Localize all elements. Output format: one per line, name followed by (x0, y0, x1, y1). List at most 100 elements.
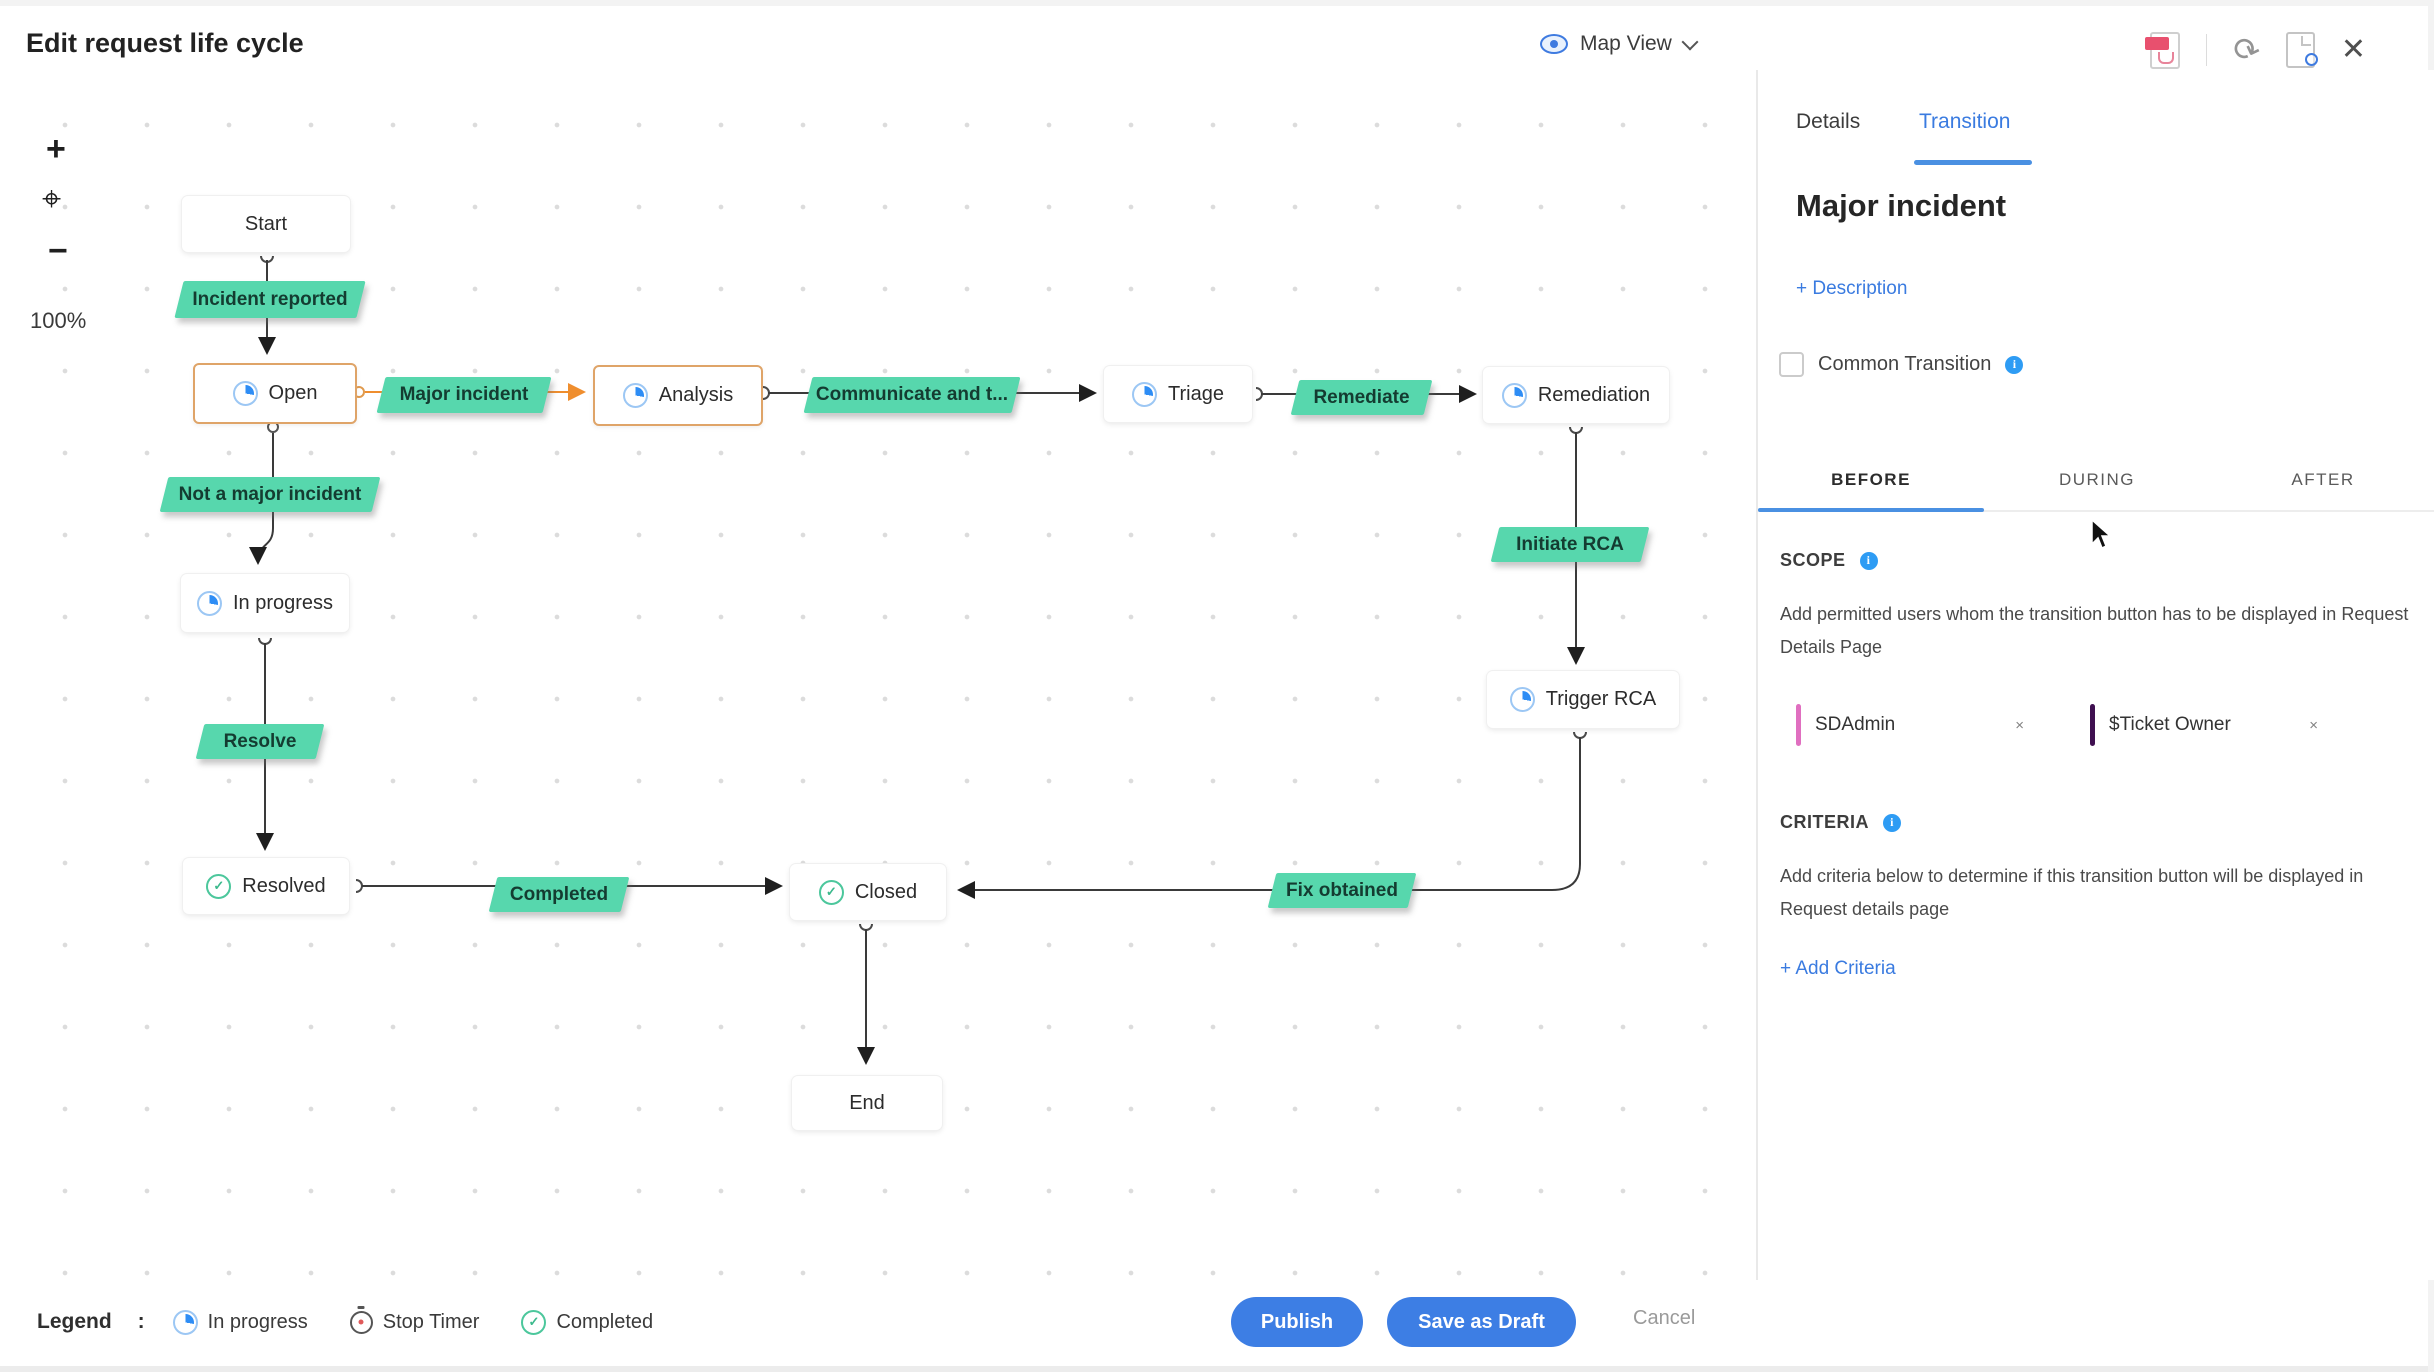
stop-timer-icon (349, 1310, 373, 1334)
legend-item-label: In progress (207, 1310, 308, 1333)
criteria-description: Add criteria below to determine if this … (1780, 866, 2364, 919)
transition-detail-panel: Details Transition Major incident + Desc… (1756, 70, 2434, 1280)
remove-chip-icon[interactable]: × (2309, 716, 2318, 734)
legend: Legend : In progress Stop Timer Complete… (37, 1298, 695, 1346)
in-progress-icon (1132, 381, 1158, 407)
chip-color-bar (2090, 704, 2095, 746)
in-progress-icon (1501, 382, 1527, 408)
flow-node-closed[interactable]: Closed (790, 864, 946, 920)
flow-node-triage[interactable]: Triage (1104, 366, 1252, 422)
scope-chip-sdadmin: SDAdmin × (1796, 704, 2028, 746)
transition-not-a-major-incident[interactable]: Not a major incident (159, 477, 381, 512)
flow-node-open[interactable]: Open (193, 363, 357, 424)
document-search-icon[interactable] (2285, 32, 2318, 68)
header: Edit request life cycle Map View ⟳ ✕ (0, 6, 2434, 72)
phase-tab-before[interactable]: BEFORE (1831, 470, 1911, 489)
node-label: Open (268, 382, 318, 404)
scope-chips: SDAdmin × $Ticket Owner × (1796, 704, 2322, 746)
common-transition-checkbox[interactable] (1779, 352, 1804, 377)
scope-chip-ticket-owner: $Ticket Owner × (2090, 704, 2322, 746)
transition-remediate[interactable]: Remediate (1290, 380, 1433, 415)
eye-icon (1540, 34, 1568, 54)
info-icon[interactable] (2005, 355, 2024, 374)
window-bottom-edge (0, 1366, 2434, 1372)
chevron-down-icon (1681, 33, 1699, 51)
in-progress-icon (1509, 687, 1535, 712)
node-label: Remediation (1537, 383, 1651, 406)
node-label: End (849, 1091, 885, 1114)
node-label: Closed (854, 880, 918, 903)
chip-color-bar (1796, 704, 1801, 746)
fit-view-icon[interactable]: ⌖ (42, 180, 62, 218)
completed-icon (521, 1309, 547, 1335)
transition-initiate-rca[interactable]: Initiate RCA (1490, 527, 1650, 562)
scope-title-text: SCOPE (1780, 550, 1846, 570)
view-selector[interactable]: Map View (1540, 32, 1699, 56)
cancel-button[interactable]: Cancel (1627, 1306, 1701, 1331)
flow-node-trigger-rca[interactable]: Trigger RCA (1487, 671, 1679, 728)
phase-tab-during[interactable]: DURING (2058, 470, 2136, 489)
in-progress-icon (196, 590, 222, 616)
tab-details[interactable]: Details (1796, 110, 1861, 133)
legend-item-stop-timer: Stop Timer (349, 1310, 480, 1334)
page-title: Edit request life cycle (26, 28, 304, 58)
in-progress-icon (622, 383, 648, 408)
header-toolbar: ⟳ ✕ (2145, 28, 2366, 72)
window-top-edge (0, 0, 2434, 6)
phase-tabs: BEFORE DURING AFTER (1758, 450, 2434, 512)
toolbar-divider (2206, 34, 2207, 66)
legend-item-completed: Completed (521, 1309, 654, 1335)
node-label: Start (244, 212, 288, 235)
publish-button[interactable]: Publish (1231, 1297, 1363, 1347)
transition-fix-obtained[interactable]: Fix obtained (1267, 873, 1417, 908)
criteria-title-text: CRITERIA (1780, 812, 1869, 832)
info-icon[interactable] (1883, 813, 1901, 832)
node-label: Analysis (658, 384, 734, 406)
node-label: In progress (232, 591, 334, 614)
chip-label: SDAdmin (1815, 714, 1896, 735)
save-as-draft-button[interactable]: Save as Draft (1387, 1297, 1576, 1347)
flow-node-in-progress[interactable]: In progress (181, 574, 349, 632)
criteria-section-title: CRITERIA (1780, 812, 1901, 833)
transition-name-heading: Major incident (1796, 188, 2007, 223)
phase-tab-after[interactable]: AFTER (2291, 470, 2355, 489)
add-description-link[interactable]: + Description (1796, 278, 1908, 299)
flow-node-end[interactable]: End (792, 1076, 942, 1130)
legend-item-label: Completed (556, 1310, 654, 1333)
transition-communicate[interactable]: Communicate and t... (803, 377, 1021, 413)
common-transition-label: Common Transition (1818, 353, 1992, 375)
legend-colon: : (137, 1310, 145, 1333)
scope-section-title: SCOPE (1780, 550, 1878, 571)
info-icon[interactable] (1859, 551, 1878, 570)
in-progress-icon (232, 381, 258, 406)
transition-resolve[interactable]: Resolve (195, 724, 325, 759)
zoom-in-button[interactable]: + (46, 130, 66, 168)
node-label: Trigger RCA (1545, 688, 1657, 710)
transition-incident-reported[interactable]: Incident reported (174, 281, 366, 318)
zoom-level: 100% (30, 308, 87, 333)
node-label: Resolved (242, 874, 326, 897)
in-progress-icon (172, 1309, 198, 1335)
transition-major-incident[interactable]: Major incident (376, 377, 552, 413)
flow-node-resolved[interactable]: Resolved (183, 858, 349, 914)
active-tab-underline (1914, 160, 2032, 165)
flow-node-analysis[interactable]: Analysis (593, 365, 763, 426)
flow-node-start[interactable]: Start (182, 196, 350, 252)
history-icon[interactable]: ⟳ (2227, 28, 2266, 72)
legend-item-label: Stop Timer (382, 1310, 480, 1333)
completed-icon (206, 873, 232, 899)
flow-node-remediation[interactable]: Remediation (1483, 367, 1669, 423)
transition-completed[interactable]: Completed (488, 877, 630, 912)
legend-item-in-progress: In progress (172, 1309, 308, 1335)
close-icon[interactable]: ✕ (2340, 33, 2366, 66)
chip-label: $Ticket Owner (2109, 714, 2231, 735)
legend-title: Legend (37, 1310, 112, 1333)
view-selector-label: Map View (1580, 32, 1672, 55)
remove-chip-icon[interactable]: × (2015, 716, 2024, 734)
zoom-out-button[interactable]: − (48, 232, 68, 270)
export-pdf-icon[interactable] (2145, 31, 2180, 69)
tab-transition[interactable]: Transition (1919, 110, 2011, 133)
node-label: Triage (1168, 382, 1224, 405)
add-criteria-link[interactable]: + Add Criteria (1780, 958, 1896, 979)
scope-description: Add permitted users whom the transition … (1780, 604, 2409, 657)
